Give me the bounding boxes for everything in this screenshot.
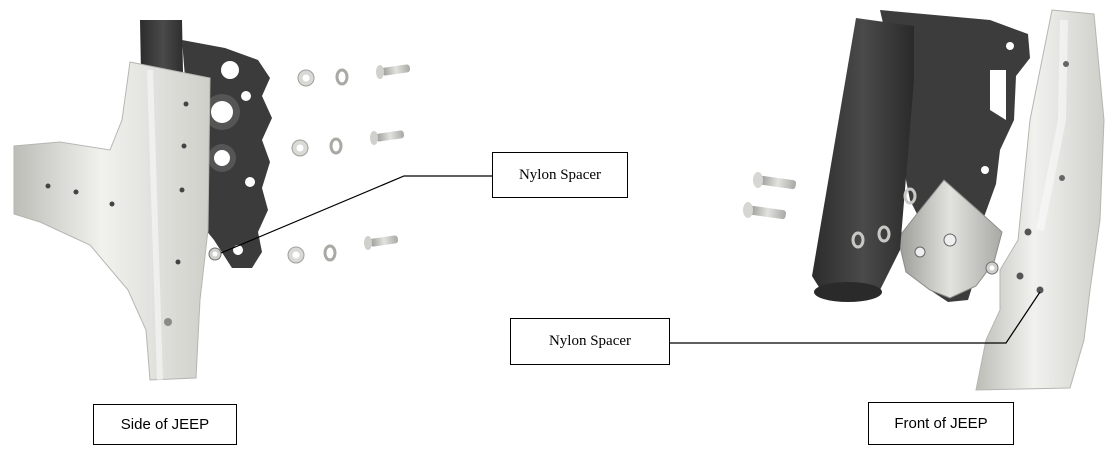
bracket-hole-icon — [211, 101, 233, 123]
caption-side-of-jeep: Side of JEEP — [93, 404, 237, 445]
lock-washer-icon — [323, 244, 337, 262]
side-view-assembly — [13, 20, 492, 381]
front-light-panel — [975, 9, 1105, 391]
front-view-assembly — [670, 9, 1105, 391]
front-roll-bar-tube — [812, 18, 914, 292]
nylon-spacer-icon — [208, 247, 222, 261]
front-spacer-leader-line — [670, 291, 1041, 344]
washer-icon — [297, 69, 315, 87]
bolt-icon — [370, 130, 405, 145]
bolt-icon — [364, 235, 399, 250]
bolt-icon — [753, 172, 796, 190]
lock-washer-icon — [329, 137, 343, 155]
bracket-hole-icon — [214, 150, 230, 166]
side-light-panel — [13, 61, 211, 381]
bolt-icon — [743, 202, 786, 220]
bolt-icon — [376, 64, 411, 79]
callout-nylon-spacer-front: Nylon Spacer — [510, 318, 670, 365]
callout-nylon-spacer-side: Nylon Spacer — [492, 152, 628, 198]
nylon-spacer-icon — [985, 261, 999, 275]
side-hardware — [208, 64, 411, 264]
side-spacer-leader-line — [220, 175, 492, 254]
lock-washer-icon — [335, 68, 349, 86]
caption-front-of-jeep: Front of JEEP — [868, 402, 1014, 445]
washer-icon — [291, 139, 309, 157]
washer-icon — [287, 246, 305, 264]
bracket-hole-icon — [221, 61, 239, 79]
